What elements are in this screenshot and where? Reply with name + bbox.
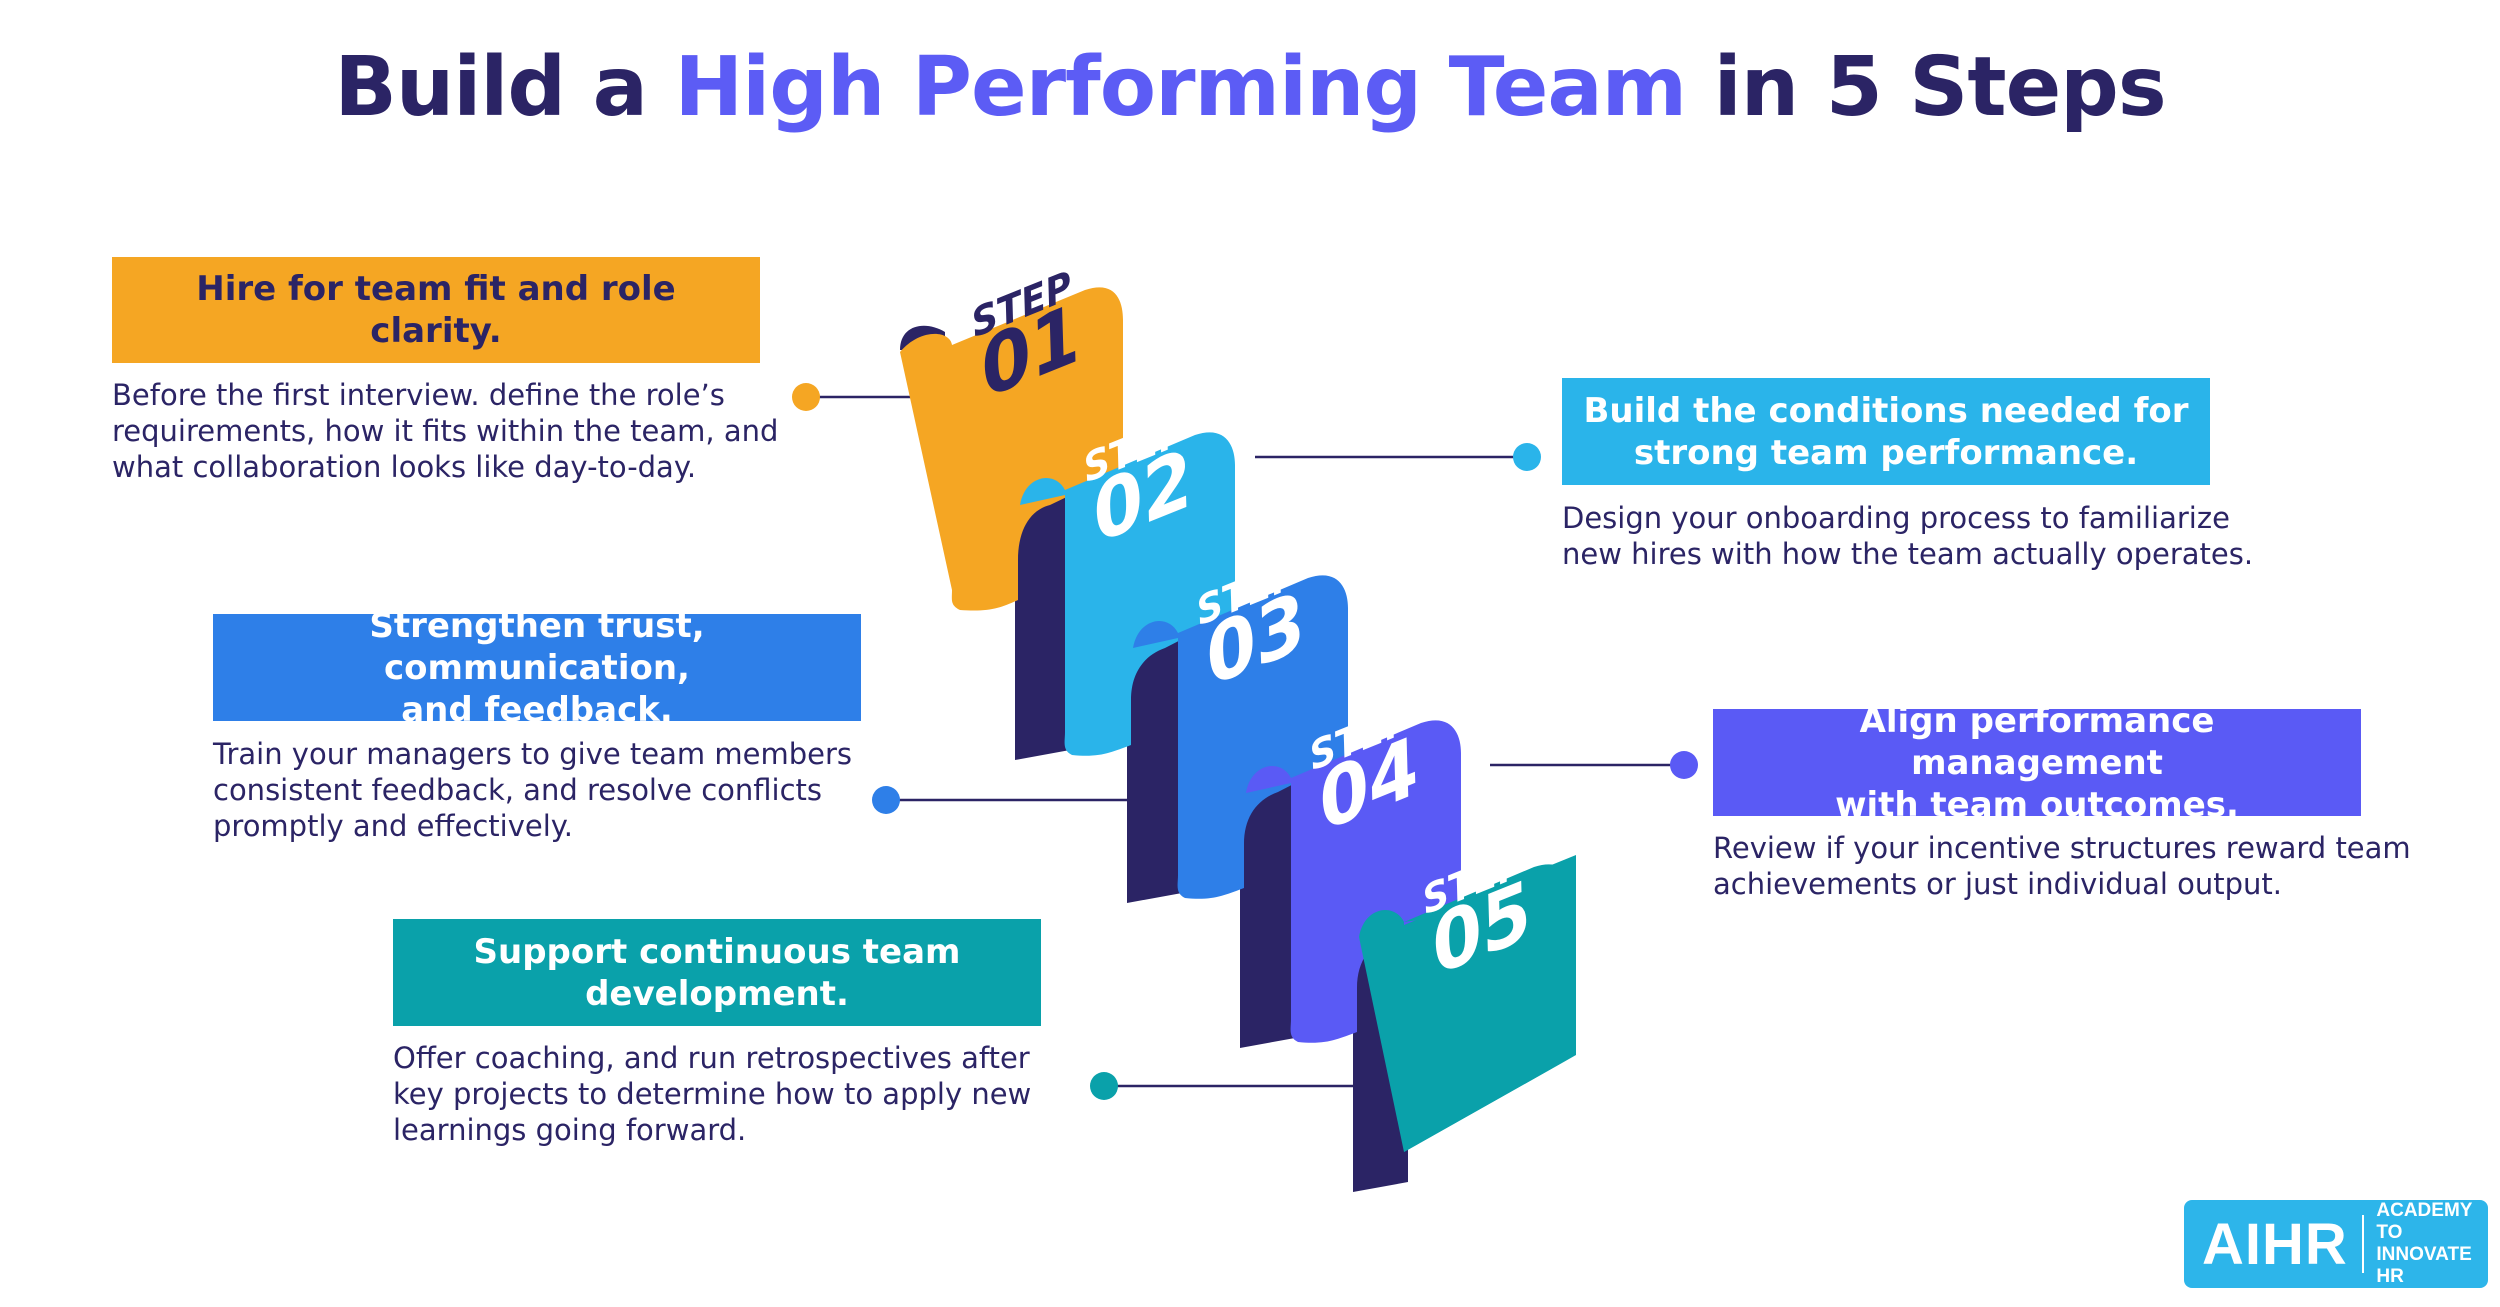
title-part-2: in 5 Steps <box>1686 40 2167 135</box>
connector-dot-3 <box>872 786 900 814</box>
logo-tagline: ACADEMY TO INNOVATE HR <box>2376 1200 2488 1288</box>
logo-tagline-line-1: ACADEMY TO <box>2376 1200 2473 1243</box>
step-5-desc-line-3: learnings going forward. <box>393 1113 747 1147</box>
connectors <box>792 383 1698 1100</box>
page-title: Build a High Performing Team in 5 Steps <box>0 40 2500 135</box>
logo-mark: AIHR <box>2202 1211 2348 1277</box>
step-5-desc-line-1: Offer coaching, and run retrospectives a… <box>393 1041 1030 1075</box>
step-3-description: Train your managers to give team members… <box>213 736 913 844</box>
step-2-desc-line-2: new hires with how the team actually ope… <box>1562 537 2254 571</box>
step-1-heading-box: Hire for team fit and role clarity. <box>112 257 760 363</box>
step-2-heading-box: Build the conditions needed for strong t… <box>1562 378 2210 485</box>
step-4-description: Review if your incentive structures rewa… <box>1713 830 2493 902</box>
step-3-heading-line-2: and feedback. <box>401 689 673 730</box>
logo-tagline-line-2: INNOVATE HR <box>2376 1244 2472 1287</box>
step-1-desc-line-3: what collaboration looks like day-to-day… <box>112 450 697 484</box>
connector-dot-5 <box>1090 1072 1118 1100</box>
step-4-heading-box: Align performance management with team o… <box>1713 701 2361 825</box>
step-1-description: Before the first interview. define the r… <box>112 377 812 485</box>
step-1-heading: Hire for team fit and role clarity. <box>196 269 676 351</box>
title-highlight: High Performing Team <box>674 40 1688 135</box>
title-part-1: Build a <box>334 40 675 135</box>
step-3-desc-line-1: Train your managers to give team members <box>213 737 852 771</box>
ribbon-panel-5-tail <box>1404 855 1576 1152</box>
step-2-heading-line-2: strong team performance. <box>1633 432 2139 473</box>
ribbon-panel-4 <box>1246 720 1461 1043</box>
step-5-heading-line-1: Support continuous team <box>473 931 961 972</box>
connector-dot-4 <box>1670 751 1698 779</box>
ribbon-fold-3 <box>1240 762 1295 1048</box>
step-5-heading-line-2: development. <box>585 973 849 1014</box>
step-2-desc-line-1: Design your onboarding process to famili… <box>1562 501 2230 535</box>
logo-divider <box>2361 1215 2365 1273</box>
step-1-desc-line-2: requirements, how it fits within the tea… <box>112 414 779 448</box>
step-4-desc-line-2: achievements or just individual output. <box>1713 867 2283 901</box>
step-4-desc-line-1: Review if your incentive structures rewa… <box>1713 831 2411 865</box>
step-2-heading-line-1: Build the conditions needed for <box>1583 390 2189 431</box>
step-2-description: Design your onboarding process to famili… <box>1562 500 2322 572</box>
step-label-2: STEP 02 <box>1080 408 1202 561</box>
step-5-desc-line-2: key projects to determine how to apply n… <box>393 1077 1032 1111</box>
step-4-heading-line-1: Align performance management <box>1859 700 2215 783</box>
step-3-heading-box: Strengthen trust, communication, and fee… <box>213 606 861 730</box>
step-5-description: Offer coaching, and run retrospectives a… <box>393 1040 1093 1148</box>
step-3-desc-line-2: consistent feedback, and resolve conflic… <box>213 773 823 807</box>
step-1-desc-line-1: Before the first interview. define the r… <box>112 378 725 412</box>
step-4-heading-line-2: with team outcomes. <box>1835 784 2239 825</box>
ribbon-panel-1 <box>900 287 1123 611</box>
connector-dot-1 <box>792 383 820 411</box>
aihr-logo: AIHR ACADEMY TO INNOVATE HR <box>2184 1200 2488 1288</box>
connector-dot-2 <box>1513 443 1541 471</box>
ribbon-fold-1 <box>1015 475 1070 760</box>
step-5-heading-box: Support continuous team development. <box>393 919 1041 1026</box>
step-3-heading-line-1: Strengthen trust, communication, <box>369 605 705 688</box>
ribbon-folds <box>900 325 1408 1192</box>
ribbon-panel-2 <box>1020 432 1235 756</box>
ribbon-fold-2 <box>1127 617 1182 903</box>
ribbon-panel-3 <box>1133 575 1348 899</box>
step-3-desc-line-3: promptly and effectively. <box>213 809 574 843</box>
